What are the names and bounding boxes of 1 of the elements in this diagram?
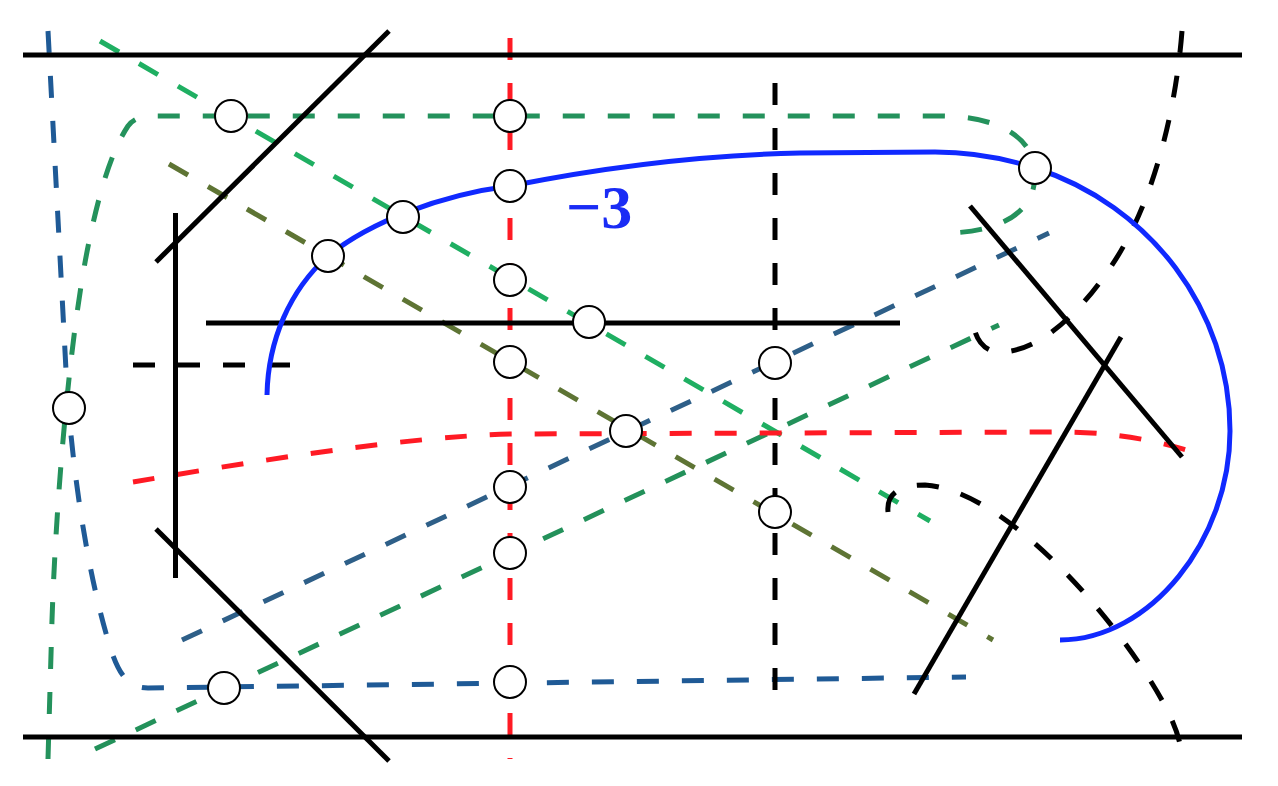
curve-label: −3 (566, 176, 633, 238)
